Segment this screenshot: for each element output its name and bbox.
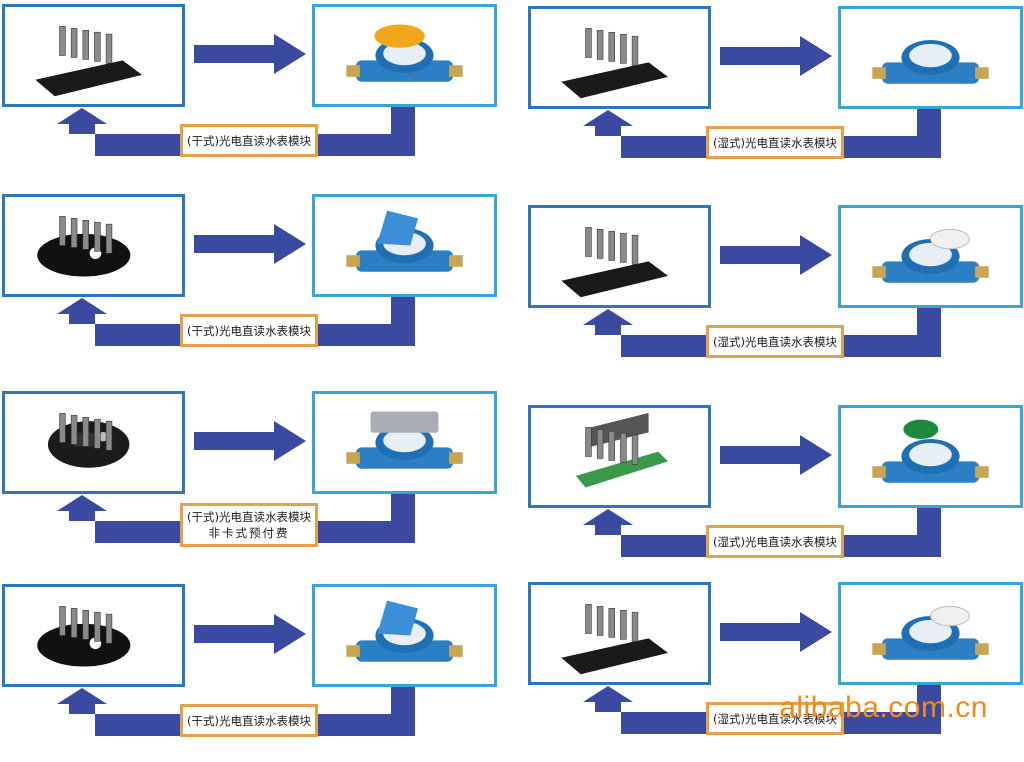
right-arrow [194, 614, 306, 654]
water-meter-image [312, 4, 497, 107]
module-label-text: (干式)光电直读水表模块 [187, 324, 311, 338]
module-image [528, 205, 711, 308]
water-meter-image [312, 194, 497, 297]
flow-block: (干式)光电直读水表模块 [2, 2, 502, 182]
right-arrow [720, 36, 832, 76]
module-label-text: (干式)光电直读水表模块 [187, 510, 311, 524]
right-arrow [194, 421, 306, 461]
right-arrow [720, 612, 832, 652]
module-label-text: (干式)光电直读水表模块 [187, 134, 311, 148]
module-label: (湿式)光电直读水表模块 [706, 702, 844, 735]
right-arrow [194, 224, 306, 264]
module-image [528, 582, 711, 685]
flow-block: (湿式)光电直读水表模块 [528, 580, 1024, 760]
module-label-text: (湿式)光电直读水表模块 [713, 335, 837, 349]
module-image [528, 6, 711, 109]
module-image [2, 4, 185, 107]
water-meter-image [312, 584, 497, 687]
flow-block: (湿式)光电直读水表模块 [528, 203, 1024, 383]
right-arrow [194, 34, 306, 74]
module-label: (湿式)光电直读水表模块 [706, 126, 844, 159]
module-label-text: (湿式)光电直读水表模块 [713, 535, 837, 549]
water-meter-image [838, 405, 1023, 508]
module-label: (干式)光电直读水表模块 [180, 314, 318, 347]
flow-block: (干式)光电直读水表模块非卡式预付费 [2, 389, 502, 569]
module-label: (干式)光电直读水表模块 [180, 124, 318, 157]
module-label: (干式)光电直读水表模块非卡式预付费 [180, 503, 318, 547]
flow-block: (湿式)光电直读水表模块 [528, 403, 1024, 583]
module-sublabel-text: 非卡式预付费 [208, 526, 290, 540]
module-image [528, 405, 711, 508]
module-label: (干式)光电直读水表模块 [180, 704, 318, 737]
water-meter-image [838, 582, 1023, 685]
water-meter-image [312, 391, 497, 494]
module-label-text: (湿式)光电直读水表模块 [713, 136, 837, 150]
module-image [2, 584, 185, 687]
water-meter-image [838, 205, 1023, 308]
module-image [2, 391, 185, 494]
module-label-text: (湿式)光电直读水表模块 [713, 712, 837, 726]
module-label: (湿式)光电直读水表模块 [706, 325, 844, 358]
flow-block: (干式)光电直读水表模块 [2, 192, 502, 372]
water-meter-image [838, 6, 1023, 109]
watermark: alibaba.com.cn [779, 691, 988, 724]
module-image [2, 194, 185, 297]
flow-block: (干式)光电直读水表模块 [2, 582, 502, 762]
module-label-text: (干式)光电直读水表模块 [187, 714, 311, 728]
right-arrow [720, 435, 832, 475]
flow-block: (湿式)光电直读水表模块 [528, 4, 1024, 184]
right-arrow [720, 235, 832, 275]
module-label: (湿式)光电直读水表模块 [706, 525, 844, 558]
